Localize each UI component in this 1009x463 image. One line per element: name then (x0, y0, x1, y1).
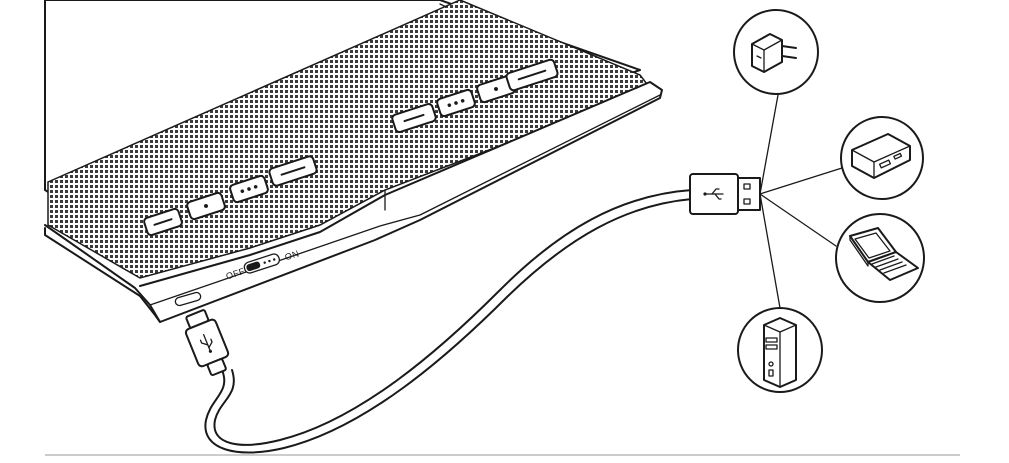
express-key[interactable] (505, 58, 559, 92)
laptop-icon (849, 227, 919, 281)
usb-icon (199, 333, 213, 353)
dash-icon (280, 166, 306, 176)
switch-knob (246, 261, 261, 272)
cable-line (213, 189, 693, 446)
device-desktop-tower (737, 307, 823, 393)
switch-on-label: ON (284, 248, 301, 262)
power-button-icon (768, 361, 774, 367)
usb-c-plug[interactable] (180, 307, 234, 378)
switch-detents (263, 258, 276, 264)
device-laptop (835, 213, 925, 303)
three-dots-icon (240, 185, 258, 193)
express-key[interactable] (186, 191, 226, 221)
drive-bay (765, 337, 778, 343)
dash-icon (403, 113, 425, 123)
express-key[interactable] (229, 174, 269, 204)
express-keys-right (391, 58, 559, 134)
express-key[interactable] (268, 155, 318, 187)
connector-line-laptop (759, 193, 837, 247)
usb-a-contact (743, 198, 751, 205)
three-dots-icon (447, 99, 465, 107)
device-wall-adapter (733, 9, 819, 95)
power-bank-icon (851, 133, 911, 179)
cable-line (204, 198, 693, 454)
connection-lines (759, 94, 843, 309)
dash-icon (517, 69, 547, 81)
usb-a-plug[interactable] (689, 173, 761, 215)
dash-icon (153, 218, 173, 226)
device-power-bank (840, 116, 924, 200)
express-key[interactable] (436, 88, 476, 118)
power-adapter-icon (751, 33, 797, 73)
drive-bay (765, 344, 778, 350)
connector-line-adapter (759, 94, 779, 195)
usb-c-port (174, 291, 202, 307)
desktop-tower-icon (763, 317, 797, 388)
strain-relief (206, 358, 227, 377)
usb-a-metal-shell (737, 177, 761, 211)
dot-icon (204, 204, 208, 208)
dot-icon (494, 86, 498, 91)
usb-cable (180, 173, 761, 454)
tablet-side-edge (44, 227, 161, 323)
drawing-tablet: OFF ON (44, 0, 663, 323)
express-key[interactable] (143, 207, 183, 237)
power-switch[interactable]: OFF ON (224, 246, 301, 281)
express-keys-left (143, 155, 318, 237)
usb-icon (703, 188, 724, 200)
connector-line-desktop (759, 193, 781, 309)
express-key[interactable] (391, 102, 437, 134)
connector-line-power-bank (759, 167, 843, 195)
usb-a-contact (743, 183, 751, 190)
